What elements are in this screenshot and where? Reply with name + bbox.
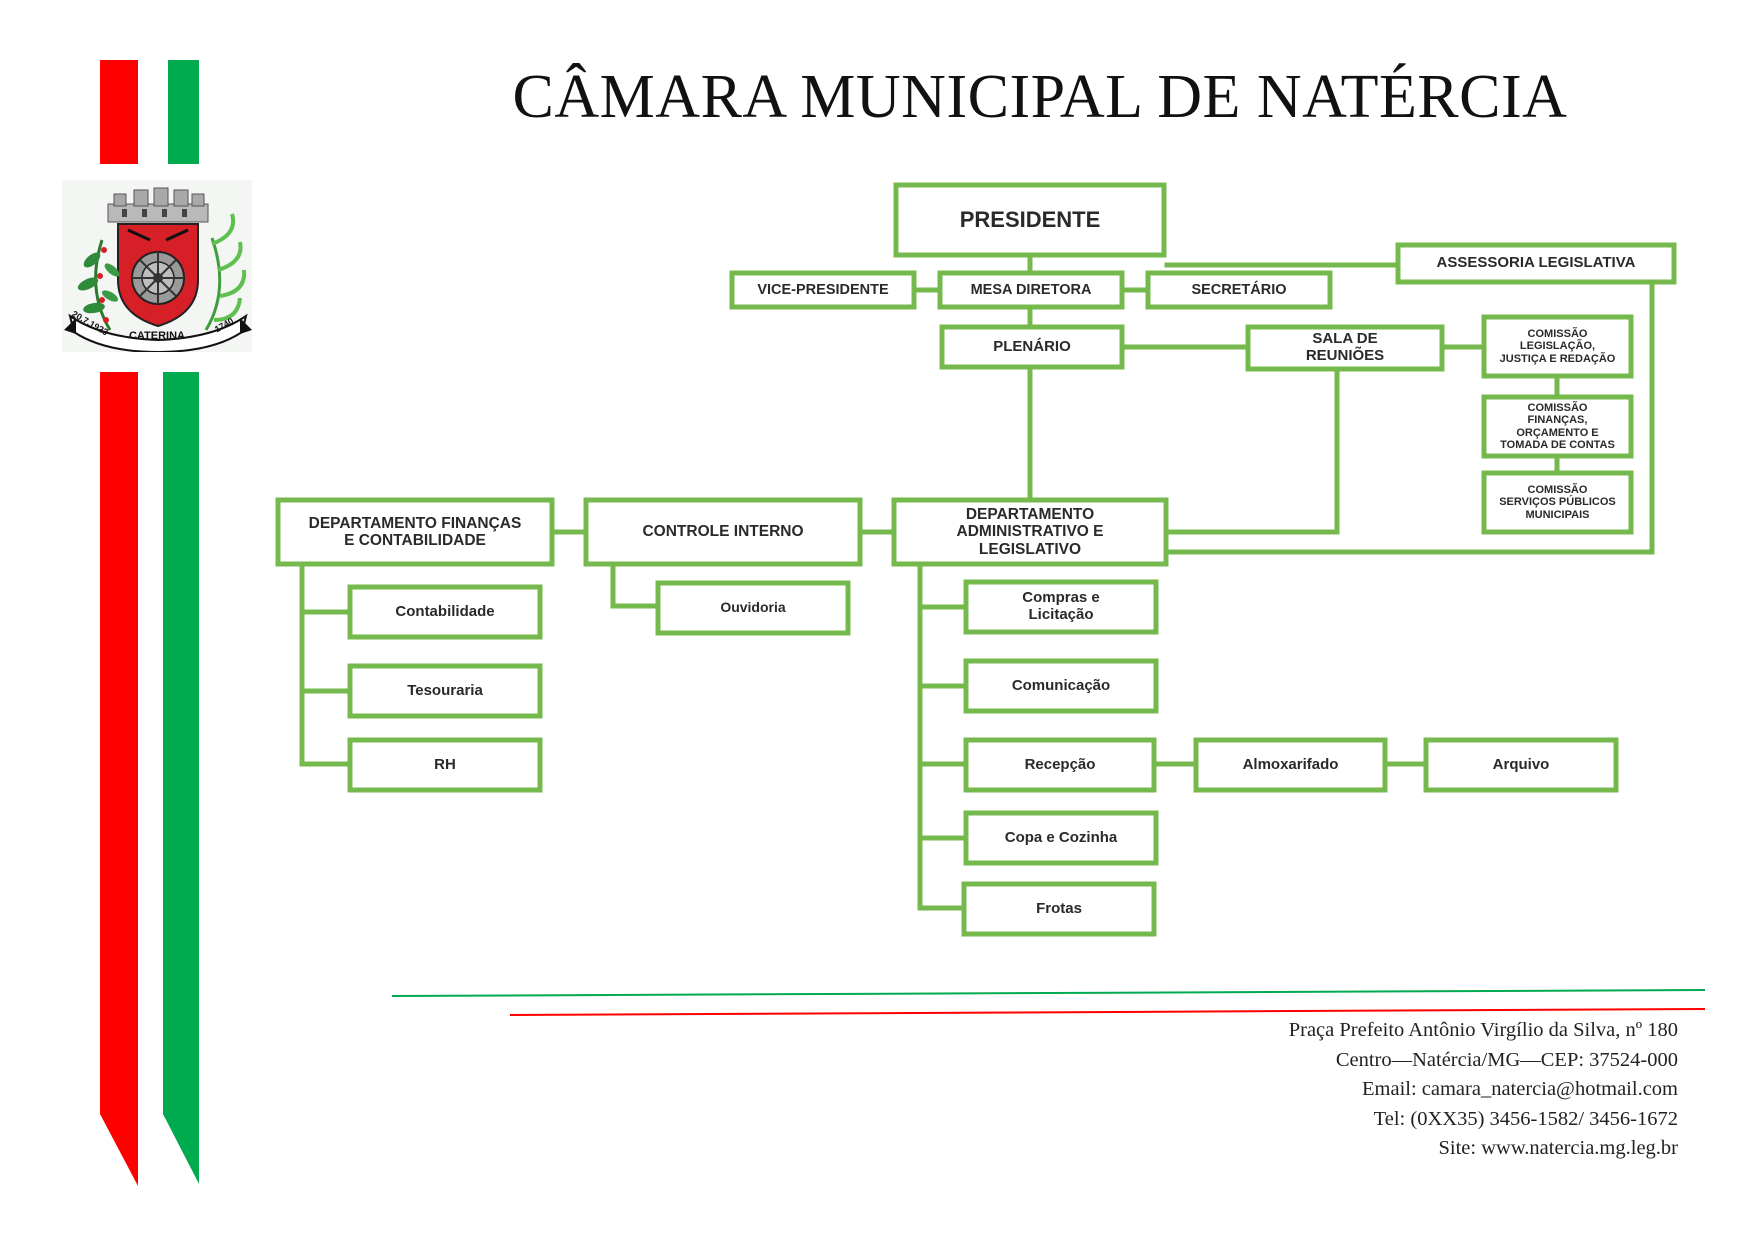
footer-address: Praça Prefeito Antônio Virgílio da Silva… [1288,1019,1678,1041]
footer-divider [391,989,1706,1016]
green-divider-line [391,989,1706,997]
org-box-comunicacao [963,658,1159,714]
green-ribbon-top [168,60,199,164]
org-node-plenario: PLENÁRIO [993,337,1071,355]
org-box-almoxarifado [1193,737,1388,793]
footer-city: Centro—Natércia/MG—CEP: 37524-000 [1335,1048,1678,1071]
org-node-copa: Copa e Cozinha [1004,828,1118,846]
footer-contact: Praça Prefeito Antônio Virgílio da Silva… [1289,1016,1678,1164]
org-node-comunicacao: Comunicação [1011,676,1111,694]
org-box-vice-presidente [729,270,917,310]
org-box-recepcao [963,737,1157,793]
org-node-tesouraria: Tesouraria [407,681,483,699]
org-node-rh: RH [434,755,456,773]
page-title: CÂMARA MUNICIPAL DE NATÉRCIA [512,63,1568,131]
org-box-comissao-servicos [1481,470,1634,535]
org-node-arquivo: Arquivo [1492,755,1550,773]
org-box-depto-admin [891,497,1169,567]
org-box-secretario [1145,270,1333,310]
org-box-compras [963,579,1159,635]
org-box-contabilidade [347,584,543,640]
org-box-ouvidoria [655,580,851,636]
org-box-controle-interno [583,497,863,567]
org-node-almoxarifado: Almoxarifado [1242,755,1339,773]
org-box-comissao-legislacao [1481,314,1634,379]
org-chart [275,182,1677,937]
footer-site[interactable]: Site: www.natercia.mg.leg.br [1438,1137,1678,1159]
org-box-arquivo [1423,737,1619,793]
org-box-mesa-diretora [937,270,1125,310]
org-node-controle-interno: CONTROLE INTERNO [642,523,804,541]
org-box-rh [347,737,543,793]
org-box-tesouraria [347,663,543,719]
org-box-copa [963,810,1159,866]
org-node-secretario: SECRETÁRIO [1191,281,1287,298]
green-ribbon-bottom [163,372,199,1184]
org-node-contabilidade: Contabilidade [395,602,495,620]
connector-financas-children [299,561,353,767]
coat-of-arms-icon [62,180,252,354]
footer-phone: Tel: (0XX35) 3456-1582/ 3456-1672 [1373,1107,1678,1130]
org-box-sala-reunioes [1245,324,1445,372]
org-box-assessoria [1395,242,1677,285]
red-ribbon-bottom [100,372,138,1186]
org-box-plenario [939,324,1125,370]
org-node-presidente: PRESIDENTE [959,206,1101,232]
org-node-vice-presidente: VICE-PRESIDENTE [757,281,889,298]
org-box-presidente [893,182,1167,258]
org-node-frotas: Frotas [1036,899,1082,917]
org-box-comissao-financas [1481,394,1634,459]
connector-assessoria-depto [1163,279,1655,555]
connector-admin-children [917,561,969,911]
red-divider-line [509,1008,1706,1016]
org-node-ouvidoria: Ouvidoria [720,599,786,616]
org-box-frotas [961,881,1157,937]
logo-ribbon-text: CATERINA [128,330,185,342]
org-box-depto-financas [275,497,555,567]
connector-controle-ouvidoria [610,561,661,609]
org-node-mesa-diretora: MESA DIRETORA [970,281,1092,298]
coat-of-arms: CATERINA 20.7.1923 1740 [62,180,252,354]
red-ribbon-top [100,60,138,164]
flag-ribbons [100,60,199,1186]
footer-email[interactable]: Email: camara_natercia@hotmail.com [1362,1078,1678,1100]
org-boxes [275,182,1677,937]
org-node-recepcao: Recepção [1024,755,1096,773]
connector-sala-depto [1163,365,1340,535]
org-node-assessoria: ASSESSORIA LEGISLATIVA [1436,254,1636,272]
